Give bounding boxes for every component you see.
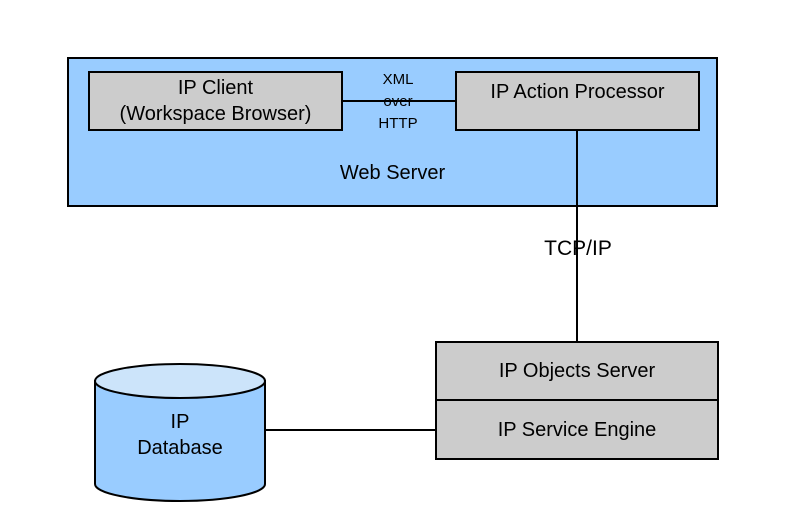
tcp-ip-label: TCP/IP	[544, 237, 612, 260]
ip-action-processor-label: IP Action Processor	[490, 81, 665, 103]
database-cylinder-icon	[94, 363, 266, 502]
xml-over-http-label-line3: HTTP	[378, 115, 418, 132]
ip-client-label-line1: IP Client	[177, 77, 254, 99]
ip-objects-server-box: IP Objects Server	[435, 341, 719, 401]
xml-over-http-label-line2: over	[383, 93, 413, 110]
xml-over-http-label: XML over HTTP	[358, 69, 438, 135]
ip-service-engine-label: IP Service Engine	[497, 418, 657, 441]
ip-service-engine-box: IP Service Engine	[435, 401, 719, 460]
ip-database-label-line2: Database	[137, 437, 223, 459]
ip-database-label: IP Database	[94, 409, 266, 461]
ip-client-label-line2: (Workspace Browser)	[119, 103, 312, 125]
ip-database-label-line1: IP	[170, 411, 190, 433]
database-cylinder-body	[94, 380, 266, 502]
ip-objects-server-label: IP Objects Server	[498, 360, 656, 382]
xml-over-http-label-line1: XML	[382, 71, 414, 88]
web-server-label: Web Server	[339, 162, 446, 184]
ip-action-processor-box: IP Action Processor	[455, 71, 700, 131]
connector-processor-to-objects-server	[576, 131, 578, 341]
database-cylinder-top	[94, 363, 266, 399]
ip-client-box: IP Client (Workspace Browser)	[88, 71, 343, 131]
connector-database-to-service-engine	[265, 429, 435, 431]
connector-client-to-processor	[343, 100, 455, 102]
